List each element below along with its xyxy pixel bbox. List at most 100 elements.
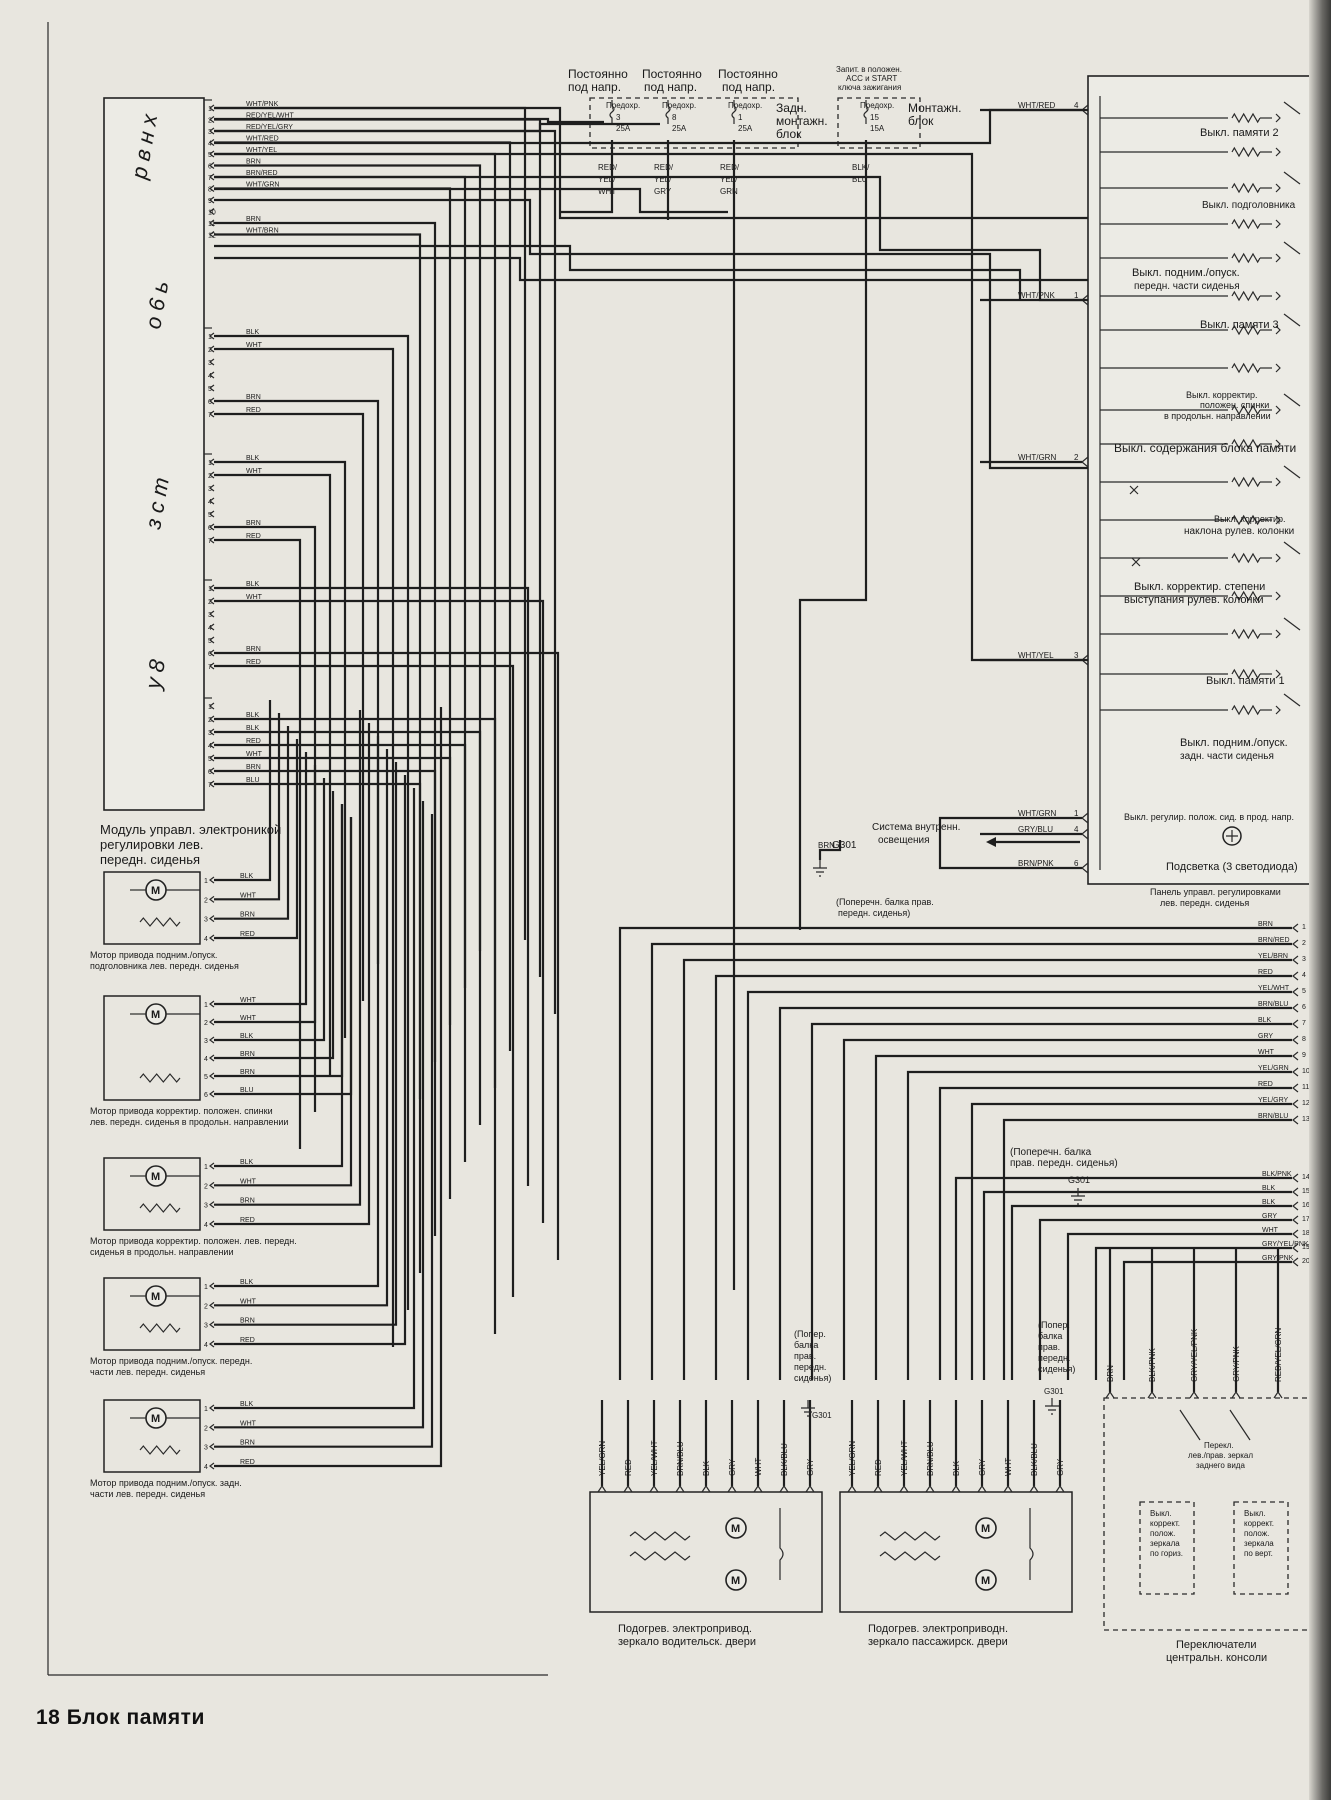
g301c-2: балка [794,1340,818,1350]
motor-caption: Мотор привода корректир. положен. лев. п… [90,1236,297,1246]
bus-wire-label: BRN/BLU [1258,1001,1288,1008]
motor-pin: 4 [204,1342,208,1349]
motor-box [103,1399,201,1473]
pin-chevron [209,623,215,631]
panel-switch-label: в продольн. направлении [1164,411,1271,421]
bus-wire [970,1102,1292,1380]
motor-pin: 1 [204,878,208,885]
pin-number: 3 [208,360,212,367]
motor-chevron [209,1090,215,1098]
pin-chevron [209,150,215,158]
motor-wire [214,736,380,1288]
pin-number: 3 [208,730,212,737]
module-wire [214,664,515,1297]
pin-number: 6 [208,399,212,406]
pin-chevron [209,384,215,392]
panel-resistor [1231,112,1261,124]
selector-label: лев./прав. зеркал [1188,1451,1253,1460]
motor-caption: части лев. передн. сиденья [90,1367,205,1377]
mirror-wire-label: BLK [952,1460,961,1476]
pin-number: 1 [208,586,212,593]
panel-arrow [1275,253,1281,263]
motor-wire-label: BLK [240,1279,254,1286]
panel-switch-blade [1283,393,1301,407]
motor-caption: лев. передн. сиденья в продольн. направл… [90,1117,288,1127]
mirror-wire-label: RED [874,1459,883,1476]
mirror-wire-label: RED [624,1459,633,1476]
wire-color-label: WHT/PNK [246,101,279,108]
motor-sensor-resistor [139,1073,181,1083]
module-wire [214,152,497,1088]
panel-switch-label: Выкл. памяти 2 [1200,127,1279,139]
panel-caption-1: Панель управл. регулировками [1150,887,1281,897]
motor-chevron [209,1201,215,1209]
panel-input-chevron [1081,828,1089,840]
wire-color-label: BLU [246,777,260,784]
panel-input-chevron [1081,862,1089,874]
mirror-chevron [847,1484,857,1493]
panel-wire [938,816,980,870]
bus-wire-label: WHT [1258,1049,1275,1056]
module-wire [214,129,557,1014]
motor-wire-label: BRN [240,1440,255,1447]
bus2-wire [982,1190,1292,1380]
module-caption-1: Модуль управл. электроникой [100,822,281,837]
bus-wire [874,1054,1292,1380]
motor-caption: части лев. передн. сиденья [90,1489,205,1499]
pin-number: 7 [208,175,212,182]
bus2-pin-number: 17 [1302,1216,1310,1223]
bus2-wire-label: GRY [1262,1213,1277,1220]
panel-arrow [1275,669,1281,679]
bus2-wire-label: BLK [1262,1199,1276,1206]
motor-chevron [209,1282,215,1290]
module-wire [214,651,560,1260]
pin-chevron [209,127,215,135]
pin-number: 7 [208,412,212,419]
bus2-chevron [1292,1257,1299,1267]
bus-chevron [1292,971,1299,981]
wire-color-label: BLK [246,455,260,462]
pin-chevron [209,139,215,146]
fuse-number: 1 [738,113,743,122]
motor-wire [214,817,353,1187]
pin-number: 2 [208,118,212,125]
module-wire [214,717,497,1334]
panel-switch-blade [1283,313,1301,327]
motor-wire-label: BLK [240,1159,254,1166]
bus-wire [906,1070,1292,1380]
g301c-4: передн. [794,1362,826,1372]
panel-arrow [1275,439,1281,449]
bus-pin-number: 13 [1302,1116,1310,1123]
panel-resistor [1231,404,1261,416]
bus2-wire-label: GRY/PNK [1262,1255,1294,1262]
panel-switch-blade [1283,241,1301,255]
bus2-pin-number: 16 [1302,1202,1310,1209]
panel-switch-blade [1283,101,1301,115]
wire-harness [214,106,1292,1486]
ground-symbol [1071,1188,1085,1205]
panel-resistor [1231,704,1261,716]
motor-pin: 4 [204,936,208,943]
motor-wire [214,765,317,1024]
fuse-number: 3 [616,113,621,122]
wire-color-label: BLK [246,712,260,719]
motor-wire [214,791,335,1060]
panel-arrow [1275,405,1281,415]
motor-wire-label: WHT [240,1420,257,1427]
pin-number: 1 [208,106,212,113]
wire-color-label: WHT [246,468,263,475]
pin-chevron [209,741,215,749]
memory-module: р в н х о 6 ь з с т у 8 1WHT/PNK2RED/YEL… [100,97,295,867]
bus-wire [746,990,1292,1380]
motor-chevron [209,1072,215,1080]
module-wire [214,412,365,1001]
motor-pin: 4 [204,1056,208,1063]
wire-color-label: WHT/YEL [246,147,277,154]
motor-sensor-resistor [139,1323,181,1333]
pin-number: 4 [208,499,212,506]
bus2-pin-number: 18 [1302,1230,1310,1237]
ground-symbol [1045,1398,1059,1415]
panel-switch-label: Выкл. памяти 3 [1200,319,1279,331]
module-wire [214,730,482,951]
motor-sensor-resistor [139,1445,181,1455]
